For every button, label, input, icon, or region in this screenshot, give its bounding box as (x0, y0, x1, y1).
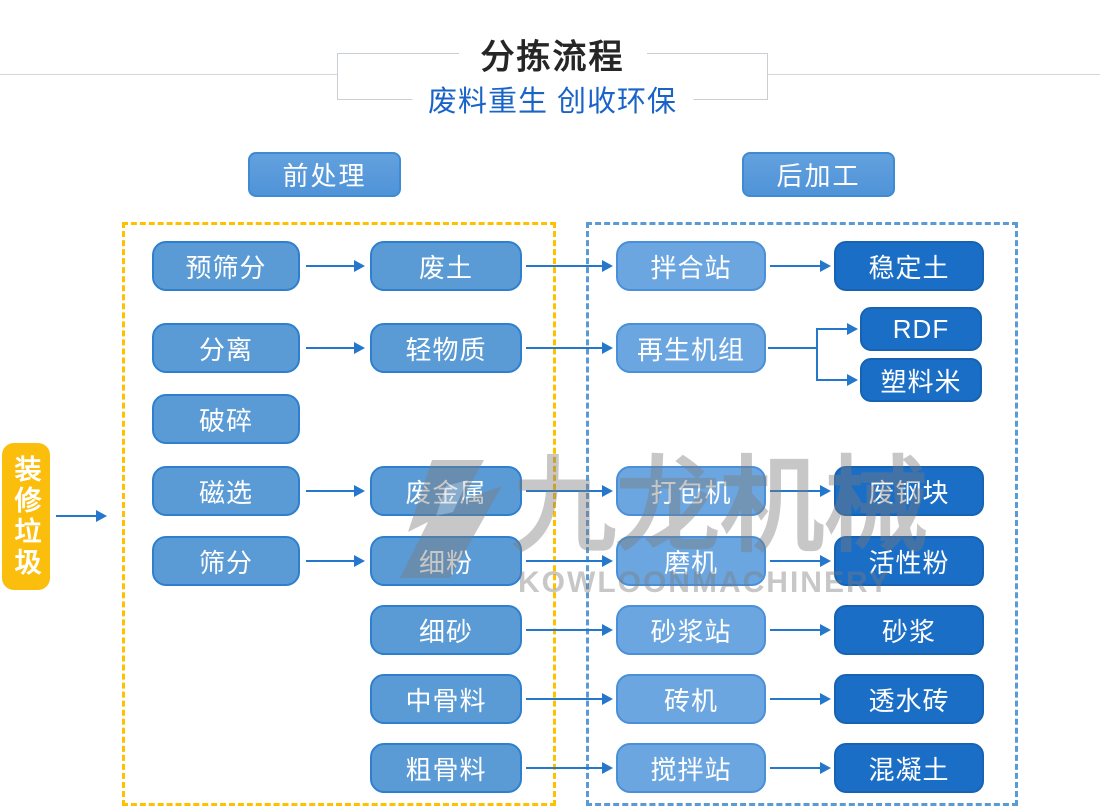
arrow-r8-c3c4 (770, 762, 831, 774)
flow-node-r6c3: 砂浆站 (616, 605, 766, 655)
flow-node-r8c3: 搅拌站 (616, 743, 766, 793)
pre-processing-group-box (122, 222, 556, 806)
flow-node-r7c3: 砖机 (616, 674, 766, 724)
arrow-r2-to-plastic (817, 374, 858, 386)
flow-node-r4c1: 磁选 (152, 466, 300, 516)
flow-node-r1c1: 预筛分 (152, 241, 300, 291)
flow-node-r7c2: 中骨料 (370, 674, 522, 724)
source-node-decoration-waste: 装修垃圾 (2, 443, 50, 590)
arrow-r7-c2c3 (526, 693, 613, 705)
flow-node-r4c4: 废钢块 (834, 466, 984, 516)
branch-vline-r2 (816, 328, 818, 381)
arrow-r8-c2c3 (526, 762, 613, 774)
arrow-r4-c1c2 (306, 485, 365, 497)
arrow-r5-c2c3 (526, 555, 613, 567)
flow-node-r7c4: 透水砖 (834, 674, 984, 724)
flow-node-r2c4b: 塑料米 (860, 358, 982, 402)
arrow-r7-c3c4 (770, 693, 831, 705)
page-subtitle: 废料重生 创收环保 (411, 78, 694, 120)
arrow-r5-c1c2 (306, 555, 365, 567)
arrow-r2-to-rdf (817, 323, 858, 335)
branch-line-r2 (768, 347, 818, 349)
flow-node-r5c3: 磨机 (616, 536, 766, 586)
flow-node-r6c4: 砂浆 (834, 605, 984, 655)
flow-node-r2c3: 再生机组 (616, 323, 766, 373)
flow-node-r5c4: 活性粉 (834, 536, 984, 586)
flow-node-r3c1: 破碎 (152, 394, 300, 444)
flow-node-r2c2: 轻物质 (370, 323, 522, 373)
flow-node-r5c2: 细粉 (370, 536, 522, 586)
arrow-r4-c2c3 (526, 485, 613, 497)
flow-node-r6c2: 细砂 (370, 605, 522, 655)
flow-node-r4c2: 废金属 (370, 466, 522, 516)
arrow-r4-c3c4 (770, 485, 831, 497)
post-processing-group-box (586, 222, 1018, 806)
flow-node-r2c1: 分离 (152, 323, 300, 373)
arrow-r5-c3c4 (770, 555, 831, 567)
flow-node-r2c4a: RDF (860, 307, 982, 351)
section-label-post-processing: 后加工 (742, 152, 895, 197)
flow-node-r1c4: 稳定土 (834, 241, 984, 291)
flow-node-r1c3: 拌合站 (616, 241, 766, 291)
flow-node-r4c3: 打包机 (616, 466, 766, 516)
arrow-r1-c2c3 (526, 260, 613, 272)
section-label-pre-processing: 前处理 (248, 152, 401, 197)
arrow-r1-c3c4 (770, 260, 831, 272)
header-frame: 分拣流程 废料重生 创收环保 (337, 29, 768, 120)
arrow-r2-c2c3 (526, 342, 613, 354)
page-title: 分拣流程 (458, 29, 647, 79)
arrow-r6-c2c3 (526, 624, 613, 636)
arrow-source-to-pre (56, 510, 107, 522)
arrow-r6-c3c4 (770, 624, 831, 636)
flow-node-r8c4: 混凝土 (834, 743, 984, 793)
flow-node-r8c2: 粗骨料 (370, 743, 522, 793)
flow-node-r5c1: 筛分 (152, 536, 300, 586)
arrow-r1-c1c2 (306, 260, 365, 272)
arrow-r2-c1c2 (306, 342, 365, 354)
flow-node-r1c2: 废土 (370, 241, 522, 291)
